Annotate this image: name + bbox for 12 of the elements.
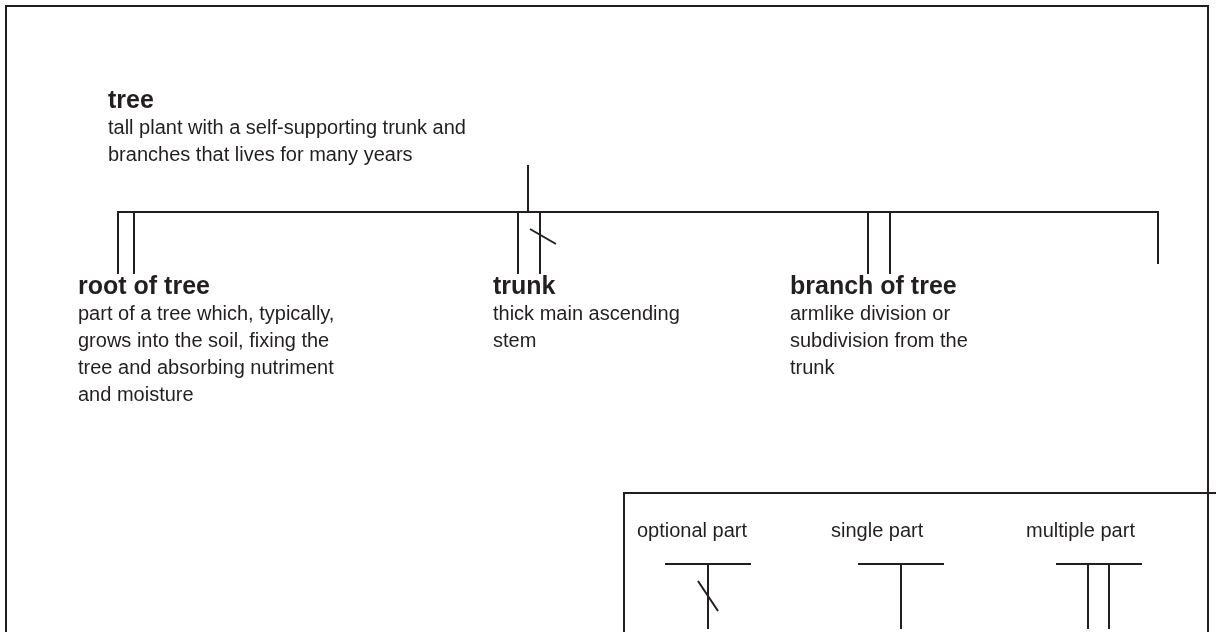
connector-line <box>527 164 1159 265</box>
definition-text: tall plant with a self-supporting trunk and branches that lives for many years <box>108 115 467 167</box>
legend-label: single part <box>831 518 924 543</box>
legend-label: optional part <box>637 518 748 543</box>
term-heading: trunk <box>493 270 557 300</box>
term-heading: branch of tree <box>790 270 958 300</box>
legend-label: multiple part <box>1026 518 1135 543</box>
definition-text: armlike division or subdivision from the trunk <box>790 301 969 380</box>
term-heading: tree <box>108 84 155 114</box>
definition-text: part of a tree which, typically, grows into the soil, fixing the tree and absorbing nutriment and moisture <box>78 301 336 407</box>
term-heading: root of tree <box>78 270 211 300</box>
definition-text: thick main ascending stem <box>493 301 681 353</box>
